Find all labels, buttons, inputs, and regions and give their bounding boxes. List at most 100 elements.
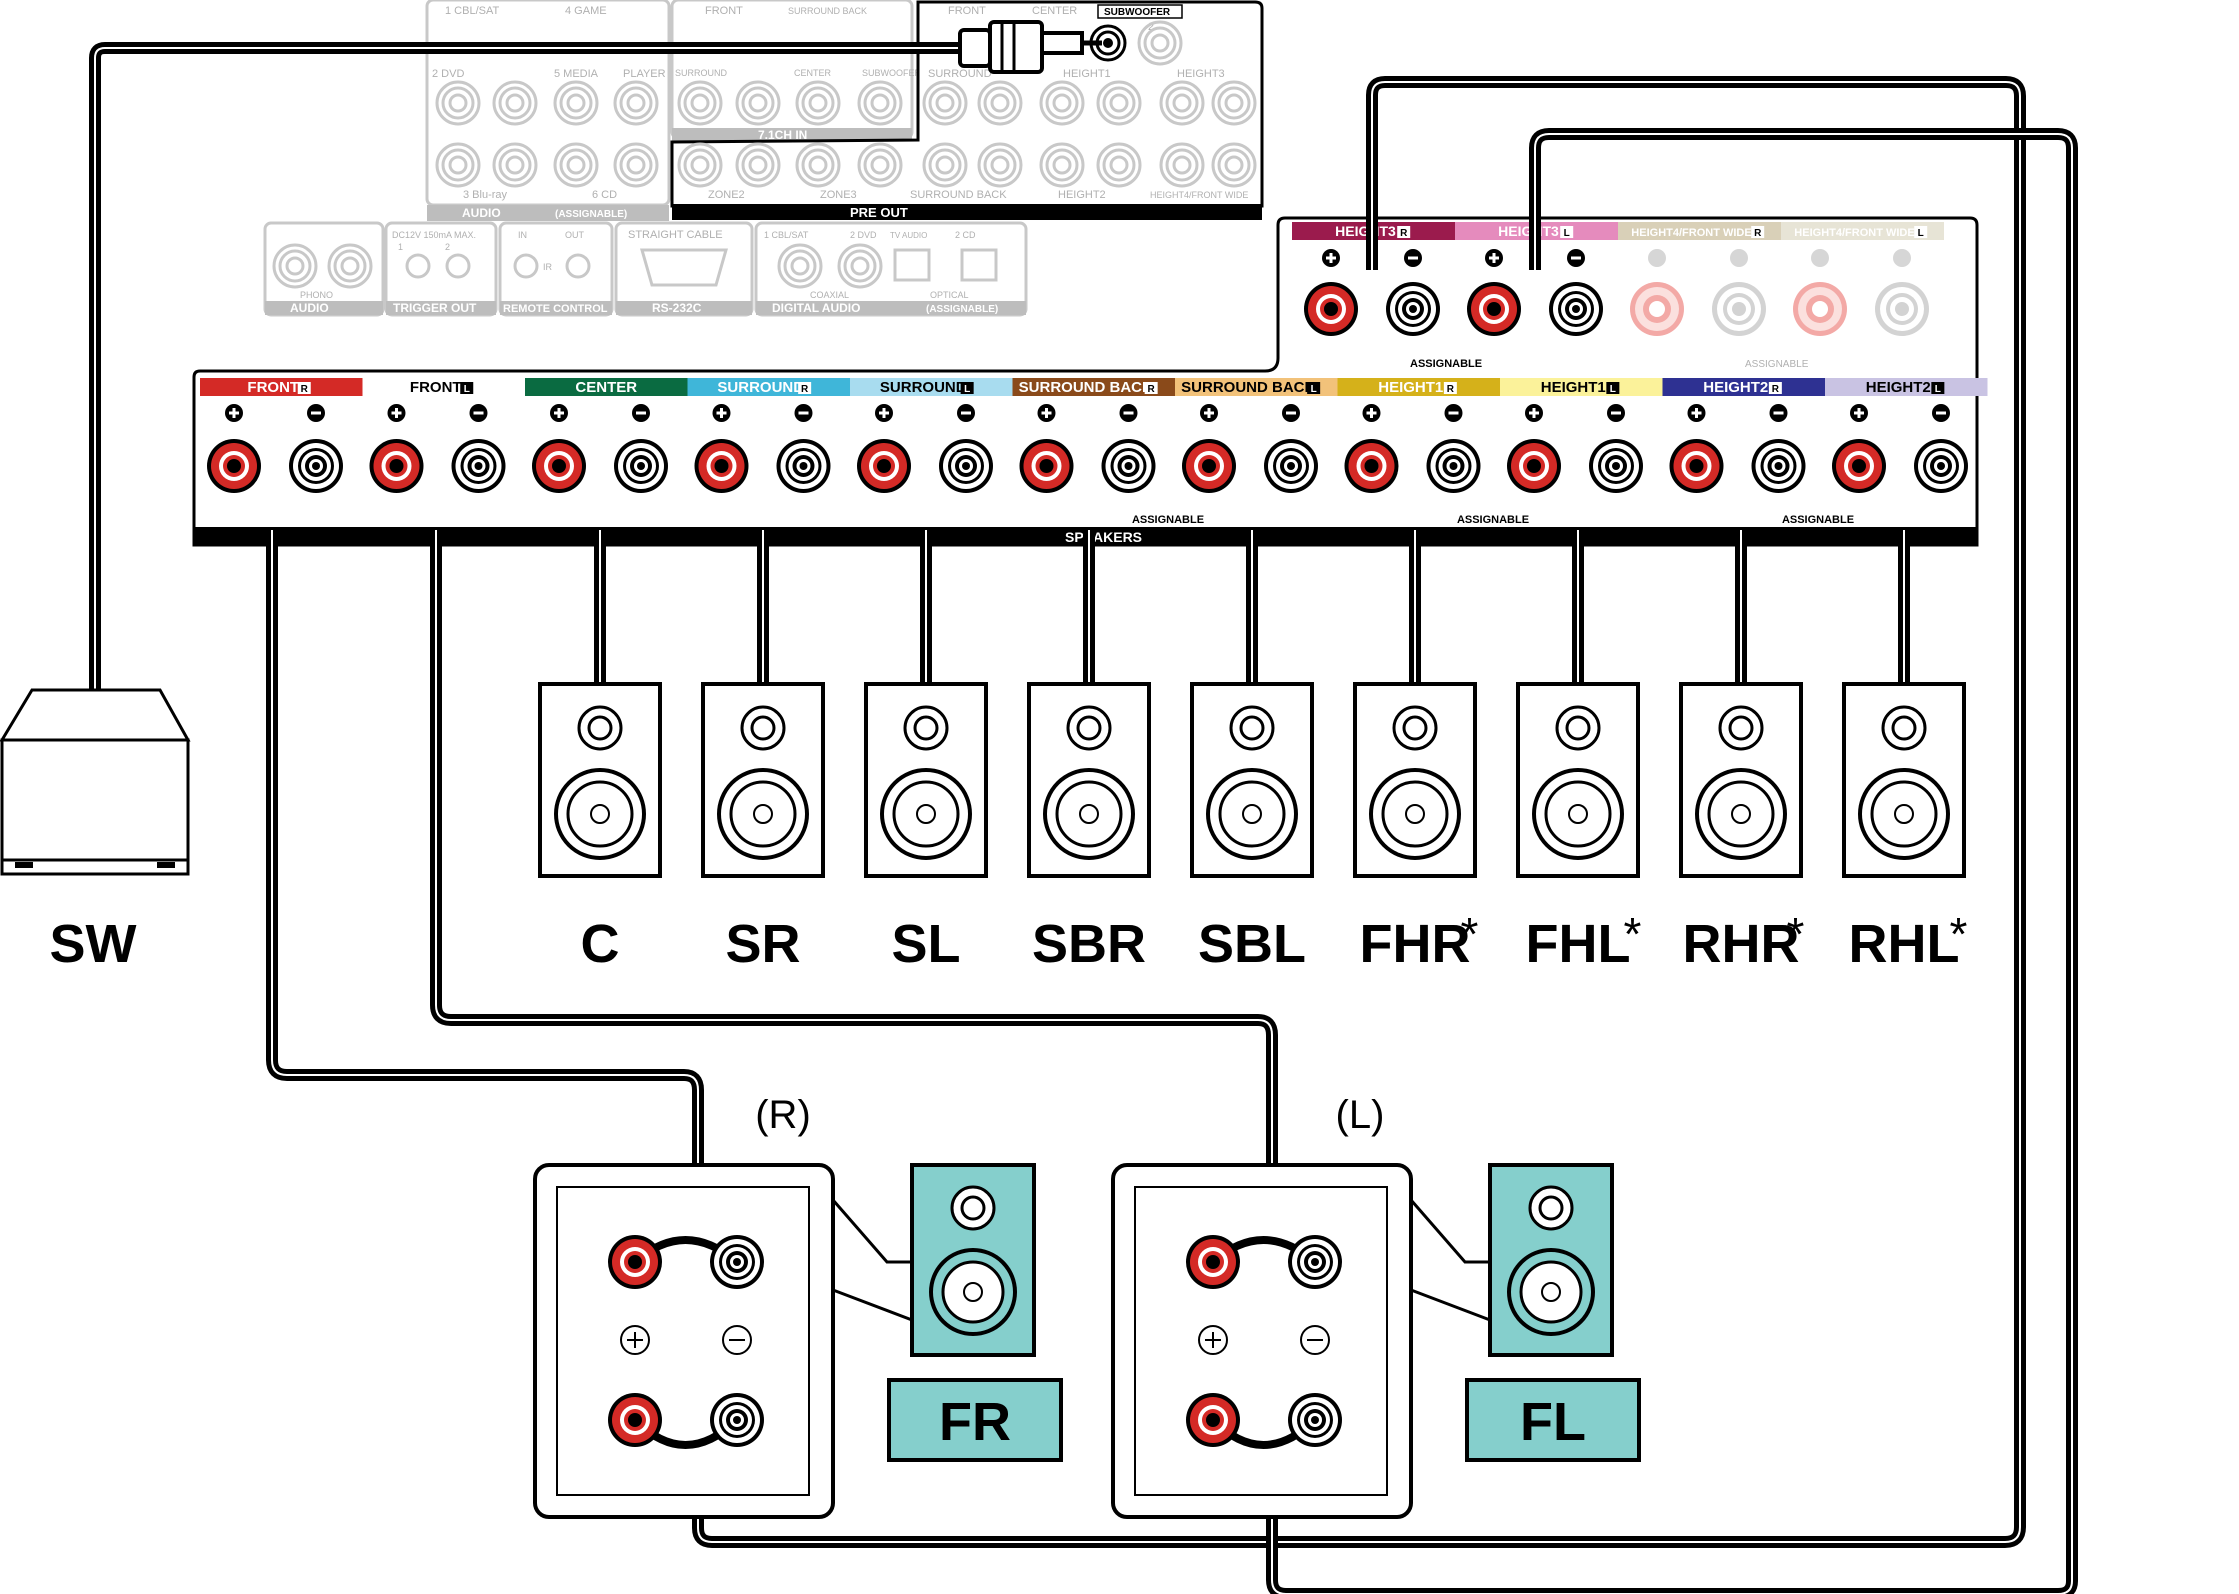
side-badge-letter: L [1918,228,1924,239]
speaker-label-bg [1500,378,1663,396]
plus-icon [1200,404,1218,422]
speaker-label-sl: SL [891,914,960,974]
audio-in-bar [427,205,669,221]
label-assignable: (ASSIGNABLE) [555,209,627,220]
speaker-icon [1842,682,1966,878]
label-coaxial: COAXIAL [810,290,849,300]
label-zone2: ZONE2 [708,189,745,201]
speaker-label-bg [1662,378,1825,396]
speaker-label-bg [200,378,363,396]
speaker-label-bg [1337,378,1500,396]
label-fl: FL [1520,1392,1586,1452]
label-preout-center: CENTER [1032,5,1077,17]
binding-post-icon [614,439,668,493]
binding-post-icon [710,1393,764,1447]
label-pre-out: PRE OUT [850,205,908,220]
label-phono: PHONO [300,290,333,300]
binding-post-icon [532,439,586,493]
side-badge [1931,382,1945,394]
minus-icon [1769,404,1788,422]
label-front-right-side: (R) [755,1093,811,1137]
plus-icon [550,404,568,422]
binding-post-icon [939,439,993,493]
side-badge-letter: R [1772,384,1780,395]
minus-icon [794,404,813,422]
speaker-label: SURROUND BACK [1019,379,1153,396]
side-badge [1144,382,1158,394]
cables [89,42,2078,1594]
label-71-center: CENTER [794,68,832,78]
speaker-icon [864,682,988,878]
speaker-icon [1190,682,1314,878]
speaker-icon [1027,682,1151,878]
label-dig-assignable: (ASSIGNABLE) [926,304,998,315]
side-badge-letter: R [1754,228,1762,239]
minus-icon [1404,249,1422,267]
plus-icon [712,404,731,422]
side-badge [1914,226,1928,238]
speaker-label: CENTER [575,379,637,396]
speaker-label: HEIGHT1 [1378,379,1443,396]
side-badge [297,382,311,394]
plus-icon [1322,249,1340,267]
label-71-sub: SUBWOOFER [862,68,922,78]
side-badge-letter: R [1447,384,1455,395]
label-71-sb: SURROUND BACK [788,6,867,16]
side-badge [1307,382,1321,394]
assignable-label: ASSIGNABLE [1132,514,1204,526]
subwoofer-preout-jack[interactable] [1089,24,1127,62]
speaker-label: HEIGHT2 [1703,379,1768,396]
label-sw: SW [50,914,137,974]
binding-post-icon [1549,282,1603,336]
asterisk: * [1950,908,1968,960]
label-remote-control: REMOTE CONTROL [503,303,608,315]
upper-label-bg [1781,222,1944,240]
speaker-label: HEIGHT1 [1541,379,1606,396]
side-badge [1768,382,1782,394]
side-badge-letter: R [301,384,309,395]
binding-post-icon [694,439,749,493]
label-trigger-spec: DC12V 150mA MAX. [392,230,476,240]
plus-icon [1811,249,1829,267]
side-badge-letter: L [1935,384,1941,395]
binding-post-icon [1589,439,1643,493]
side-badge [1397,226,1411,238]
front-label-box [887,1378,1063,1462]
speaker-label-bg [362,378,525,396]
binding-post-icon [1344,439,1399,493]
front-label-box [1465,1378,1641,1462]
binding-post-icon [289,439,343,493]
label-preout-surround: SURROUND [928,68,992,80]
speaker-label-rhr: RHR [1683,914,1800,974]
speaker-label-c: C [581,914,620,974]
side-badge-letter: L [1311,384,1317,395]
label-zone3: ZONE3 [820,189,857,201]
binding-post-icon [1186,1393,1240,1447]
binding-post-icon [451,439,506,493]
front-speaker-fl: FL [1111,1163,1641,1519]
binding-post-icon [776,439,831,493]
label-media: 5 MEDIA [554,68,599,80]
plus-icon [225,404,243,422]
side-badge-letter: R [1400,228,1408,239]
binding-post-icon [1304,282,1358,336]
minus-icon [1730,249,1748,267]
minus-icon [469,404,488,422]
speaker-label-bg [1012,378,1175,396]
asterisk: * [1787,908,1805,960]
label-audio-in: AUDIO [290,301,329,315]
side-badge [1751,226,1765,238]
side-badge [1606,382,1620,394]
plus-icon [1850,404,1868,422]
side-badge-letter: L [1610,384,1616,395]
speaker-label: SURROUND [717,379,804,396]
binding-post-icon [1467,282,1521,336]
speaker-label-bg [1825,378,1988,396]
binding-post-icon [1751,439,1806,493]
label-dig-cbl-sat: 1 CBL/SAT [764,230,809,240]
minus-icon [1119,404,1138,422]
speaker-label: HEIGHT2 [1866,379,1931,396]
label-trigger-1: 1 [398,242,403,252]
speaker-label: SURROUND BACK [1181,379,1315,396]
asterisk: * [1624,908,1642,960]
